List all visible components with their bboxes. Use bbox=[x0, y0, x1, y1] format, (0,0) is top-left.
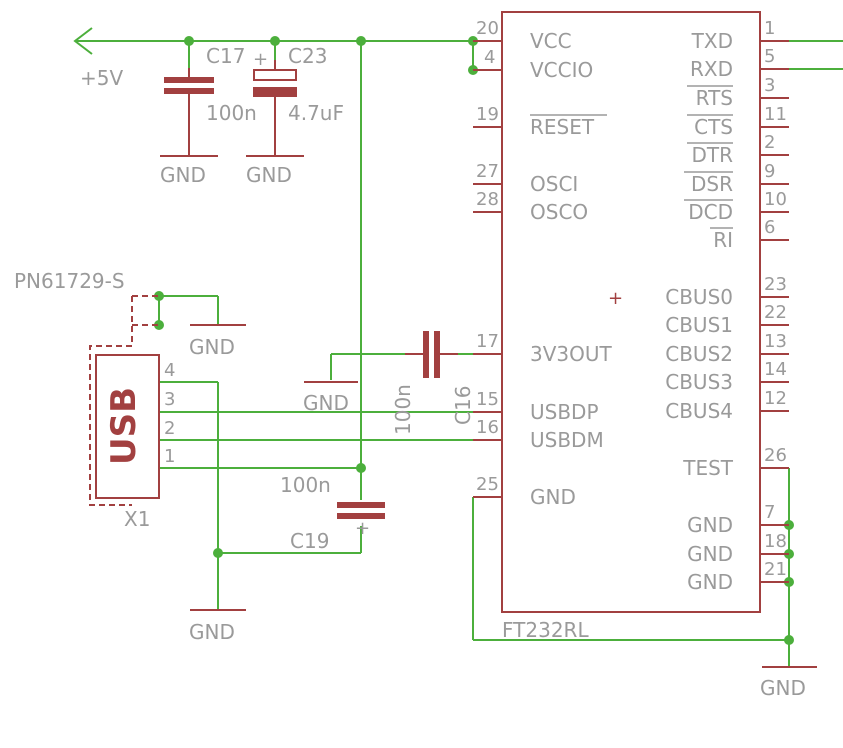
usb-pin-number: 3 bbox=[164, 389, 175, 410]
usb-pin-number: 4 bbox=[164, 360, 175, 381]
ic-pin-number: 25 bbox=[476, 474, 499, 495]
svg-text:GND: GND bbox=[189, 620, 235, 644]
ic-pin-label: CBUS4 bbox=[665, 399, 733, 423]
ic-pin-number: 10 bbox=[764, 189, 787, 210]
ic-pin-label: RXD bbox=[690, 57, 733, 81]
ic-pin-number: 15 bbox=[476, 389, 499, 410]
ic-left-pin-stubs bbox=[473, 40, 502, 498]
capacitor-c17: C17 100n bbox=[164, 44, 257, 126]
ic-pin-label: DCD bbox=[688, 200, 733, 224]
ic-pin-number: 28 bbox=[476, 189, 499, 210]
ic-pin-number: 17 bbox=[476, 331, 499, 352]
ic-pin-number: 20 bbox=[476, 18, 499, 39]
gnd-symbol: GND bbox=[760, 666, 817, 700]
gnd-symbol: GND bbox=[189, 609, 246, 644]
ic-origin-marker: + bbox=[608, 288, 623, 309]
usb-connector-x1: USB PN61729-S X1 4 3 2 1 bbox=[14, 269, 175, 531]
ic-right-pin-stubs bbox=[760, 40, 789, 583]
capacitor-c19: + 100n C19 bbox=[280, 473, 385, 553]
c23-value: 4.7uF bbox=[288, 101, 344, 125]
ic-pin-number: 4 bbox=[484, 47, 495, 68]
ic-pin-number: 11 bbox=[764, 104, 787, 125]
capacitor-c23: + C23 4.7uF bbox=[253, 44, 344, 126]
ic-pin-number: 3 bbox=[764, 75, 775, 96]
ic-pin-label: OSCO bbox=[530, 200, 588, 224]
ic-pin-number: 2 bbox=[764, 132, 775, 153]
c19-name: C19 bbox=[290, 529, 329, 553]
usb-pin-number: 2 bbox=[164, 418, 175, 439]
ic-pin-label: GND bbox=[530, 485, 576, 509]
ic-pin-number: 13 bbox=[764, 331, 787, 352]
ic-pin-label: CTS bbox=[694, 115, 733, 139]
gnd-symbol: GND bbox=[303, 381, 358, 415]
ic-pin-number: 5 bbox=[764, 46, 775, 67]
ic-pin-label: GND bbox=[687, 542, 733, 566]
ic-pin-label: RESET bbox=[530, 115, 595, 139]
ic-pin-number: 12 bbox=[764, 388, 787, 409]
polarity-plus-icon: + bbox=[253, 49, 268, 70]
svg-text:GND: GND bbox=[760, 676, 806, 700]
ic-pin-label: VCC bbox=[530, 29, 572, 53]
ic-pin-label: RTS bbox=[696, 86, 733, 110]
ic-pin-label: CBUS3 bbox=[665, 370, 733, 394]
c17-name: C17 bbox=[206, 44, 245, 68]
svg-text:GND: GND bbox=[303, 391, 349, 415]
c16-value: 100n bbox=[391, 384, 415, 435]
capacitor-c16: 100n C16 bbox=[391, 331, 475, 435]
polarity-plus-icon: + bbox=[355, 518, 370, 539]
ic-pin-label: RI bbox=[713, 228, 733, 252]
ic-pin-number: 18 bbox=[764, 531, 787, 552]
svg-text:GND: GND bbox=[189, 335, 235, 359]
ic-pin-number: 23 bbox=[764, 274, 787, 295]
ic-pin-label: TXD bbox=[691, 29, 733, 53]
ic-pin-number: 16 bbox=[476, 417, 499, 438]
c17-value: 100n bbox=[206, 101, 257, 125]
usb-body-label: USB bbox=[104, 387, 144, 465]
ic-pin-number: 6 bbox=[764, 217, 775, 238]
ic-pin-number: 14 bbox=[764, 359, 787, 380]
ic-ft232rl: FT232RL + 20 4 19 27 28 17 15 16 25 VCC … bbox=[473, 11, 789, 642]
ic-pin-label: CBUS0 bbox=[665, 285, 733, 309]
ic-pin-label: DSR bbox=[691, 172, 733, 196]
gnd-symbol: GND bbox=[246, 126, 304, 187]
ic-pin-label: VCCIO bbox=[530, 58, 593, 82]
connector-name-label: X1 bbox=[124, 507, 150, 531]
ic-pin-label: USBDP bbox=[530, 400, 599, 424]
usb-pin-number: 1 bbox=[164, 446, 175, 467]
c19-value: 100n bbox=[280, 473, 331, 497]
ic-pin-label: DTR bbox=[691, 143, 733, 167]
ic-pin-label: GND bbox=[687, 570, 733, 594]
ic-pin-label: GND bbox=[687, 513, 733, 537]
ic-pin-number: 22 bbox=[764, 302, 787, 323]
c23-name: C23 bbox=[288, 44, 327, 68]
svg-text:GND: GND bbox=[246, 163, 292, 187]
ic-pin-number: 7 bbox=[764, 502, 775, 523]
c16-name: C16 bbox=[451, 386, 475, 425]
connector-part-label: PN61729-S bbox=[14, 269, 125, 293]
ic-pin-label: OSCI bbox=[530, 172, 578, 196]
svg-text:GND: GND bbox=[160, 163, 206, 187]
ic-pin-number: 26 bbox=[764, 445, 787, 466]
ic-pin-number: 1 bbox=[764, 18, 775, 39]
ic-pin-label: 3V3OUT bbox=[530, 342, 613, 366]
ic-pin-number: 27 bbox=[476, 161, 499, 182]
gnd-symbol: GND bbox=[189, 324, 246, 359]
ic-pin-label: USBDM bbox=[530, 428, 604, 452]
gnd-symbol: GND bbox=[160, 126, 218, 187]
ic-pin-number: 21 bbox=[764, 559, 787, 580]
ic-pin-label: TEST bbox=[682, 456, 734, 480]
ic-pin-label: CBUS2 bbox=[665, 342, 733, 366]
ic-pin-number: 9 bbox=[764, 161, 775, 182]
ic-name-label: FT232RL bbox=[502, 618, 589, 642]
ic-pin-number: 19 bbox=[476, 104, 499, 125]
ic-pin-label: CBUS1 bbox=[665, 313, 733, 337]
vcc-rail-label: +5V bbox=[80, 66, 123, 90]
